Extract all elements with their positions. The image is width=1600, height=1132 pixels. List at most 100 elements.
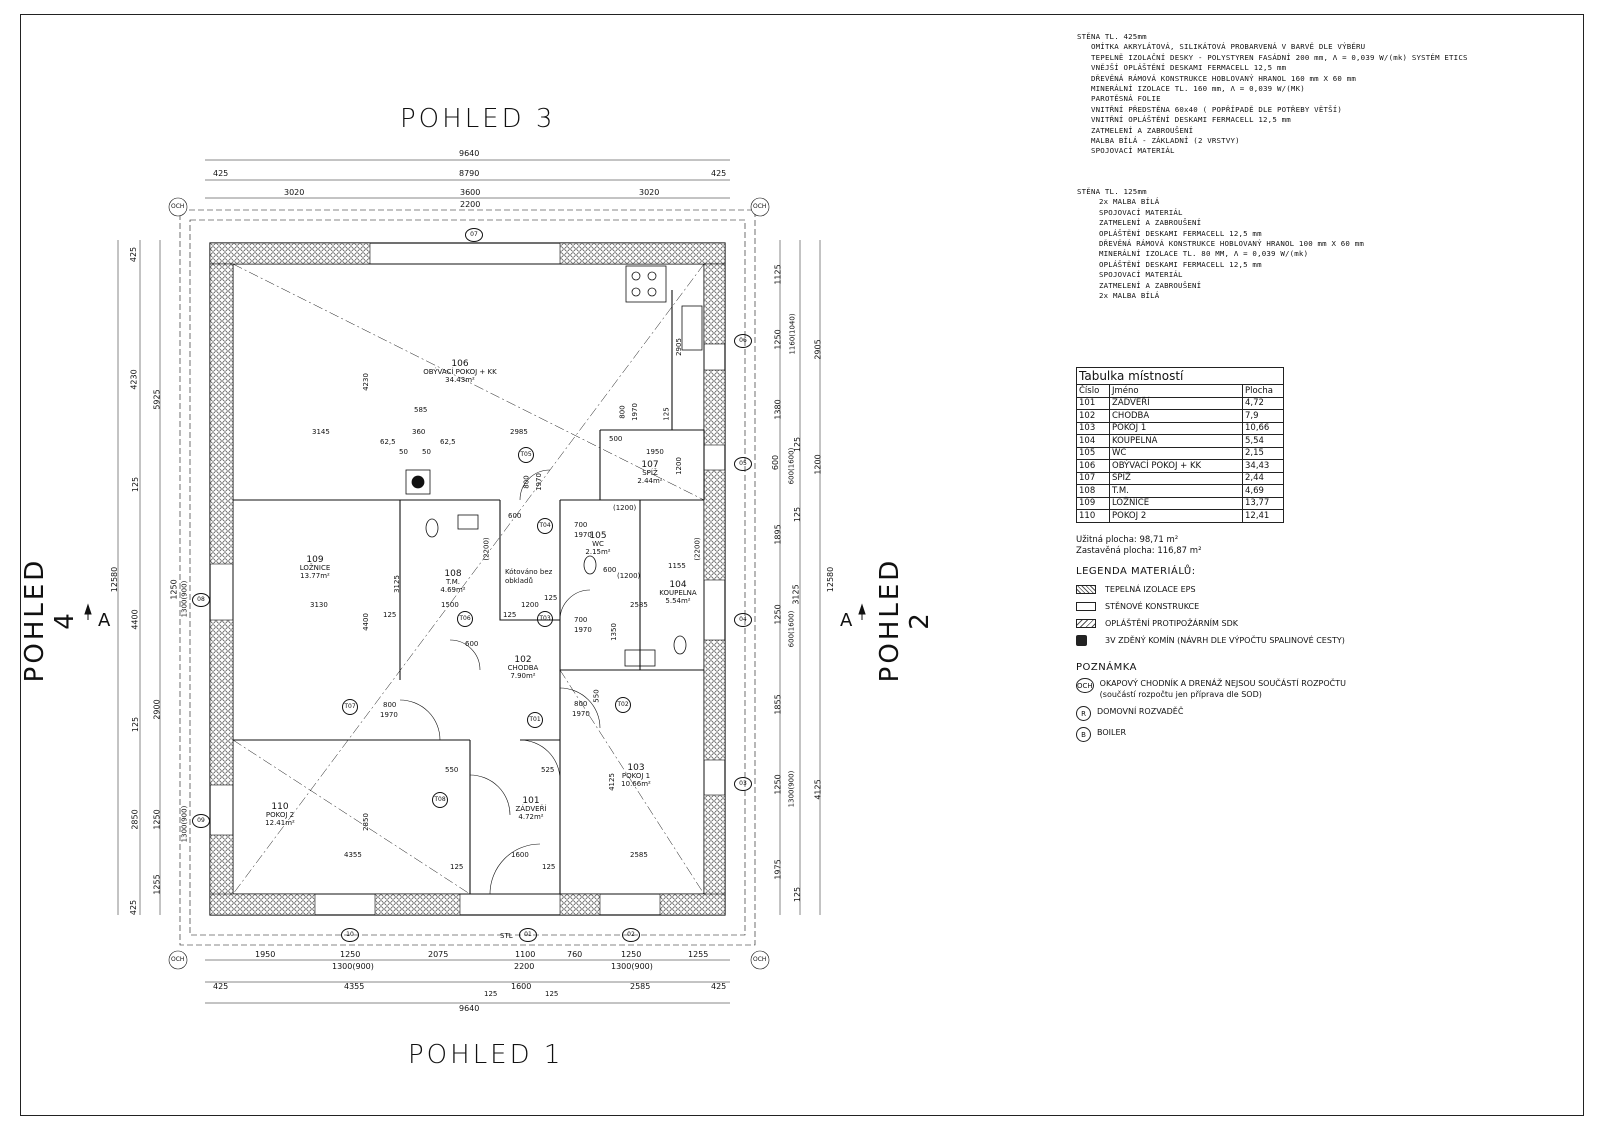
dim-left-1255: 1255 [152, 874, 162, 895]
dim-right-12580: 12580 [826, 566, 836, 593]
dim-int-1200d: (1200) [617, 572, 641, 580]
section-label-left: A [98, 610, 111, 631]
dim-int-525: 525 [541, 766, 555, 774]
table-cell: POKOJ 1 [1109, 421, 1243, 435]
window-tag: 06 [734, 334, 752, 348]
table-cell: 108 [1076, 484, 1110, 498]
built-area: Zastavěná plocha: 116,87 m² [1076, 546, 1202, 556]
dim-left-2900: 2900 [152, 699, 162, 720]
door-tag: T02 [615, 697, 631, 713]
table-cell: WC [1109, 446, 1243, 460]
dim-int-2200a: (2200) [482, 537, 491, 561]
dim-int-1970c: 1970 [534, 473, 543, 491]
table-cell: 2,15 [1242, 446, 1284, 460]
och-br: OCH [753, 956, 767, 963]
toilet-icon [425, 518, 439, 538]
dim-int-2585b: 2585 [630, 851, 648, 859]
door-tag: T06 [457, 611, 473, 627]
dim-int-700a: 700 [574, 521, 588, 529]
dim-bottom-1600: 1600 [511, 982, 532, 991]
dim-int-1600: 1600 [511, 851, 529, 859]
table-cell: 109 [1076, 496, 1110, 510]
eps-swatch-icon [1076, 585, 1096, 594]
table-cell: OBÝVACÍ POKOJ + KK [1109, 459, 1243, 473]
dim-int-3130: 3130 [310, 601, 328, 609]
table-cell: 2,44 [1242, 471, 1284, 485]
dim-top-overall: 9640 [459, 149, 480, 158]
section-label-right: A [840, 610, 853, 631]
door-tag: T03 [537, 611, 553, 627]
dim-right-1895: 1895 [773, 524, 783, 545]
dim-int-125d: 125 [544, 594, 558, 602]
window-tag: 09 [192, 814, 210, 828]
wall-layer: MINERÁLNÍ IZOLACE TL. 80 MM, Λ = 0,039 W… [1099, 249, 1309, 259]
col-header: Plocha [1242, 384, 1284, 398]
dim-int-550b: 550 [592, 689, 601, 703]
dim-int-4230: 4230 [361, 373, 370, 391]
wall-layer: ZATMELENÍ A ZABROUŠENÍ [1091, 125, 1194, 135]
dim-int-50a: 50 [399, 448, 408, 456]
dim-int-800b: 800 [522, 475, 531, 489]
table-cell: 106 [1076, 459, 1110, 473]
chimney-swatch-icon [1076, 635, 1087, 646]
dim-right-1200: 1200 [813, 454, 823, 475]
bathtub-icon [624, 649, 656, 667]
section-markers [84, 603, 866, 620]
dim-right-600c: 600(1600) [787, 610, 796, 648]
dim-int-700b: 700 [574, 616, 588, 624]
dim-int-1200c: (1200) [613, 504, 637, 512]
view-title-bottom: POHLED 1 [408, 1040, 564, 1070]
dim-int-550a: 550 [445, 766, 459, 774]
dim-bottom-1250b: 1250 [621, 950, 642, 959]
dim-right-125c: 125 [793, 886, 803, 903]
dim-bottom-425a: 425 [213, 982, 229, 991]
view-title-right: POHLED 2 [875, 557, 935, 683]
wall-layer: MINERÁLNÍ IZOLACE TL. 160 mm, Λ = 0,039 … [1091, 84, 1305, 94]
table-cell: 34,43 [1242, 459, 1284, 473]
area-totals: Užitná plocha: 98,71 m² Zastavěná plocha… [1076, 535, 1201, 557]
door-tag: T08 [432, 792, 448, 808]
dim-right-2905: 2905 [813, 339, 823, 360]
wall-layer: VNITŘNÍ OPLÁŠTĚNÍ DESKAMI FERMACELL 12,5… [1091, 115, 1291, 125]
window-tag: 03 [734, 777, 752, 791]
table-cell: 102 [1076, 409, 1110, 423]
table-cell: 13,77 [1242, 496, 1284, 510]
dim-right-1300: 1300(900) [787, 770, 796, 808]
dim-int-2985: 2985 [510, 428, 528, 436]
dim-int-500: 500 [609, 435, 623, 443]
dim-int-125a: 125 [662, 407, 671, 421]
wall-125-title: STĚNA TL. 125mm [1077, 186, 1147, 196]
dim-right-1250c: 1250 [773, 774, 783, 795]
dim-int-1200b: 1200 [521, 601, 539, 609]
dim-int-585: 585 [414, 406, 428, 414]
wall-layer: PAROTĚSNÁ FOLIE [1091, 94, 1161, 104]
dim-int-1350: 1350 [609, 623, 618, 641]
dim-int-62-5b: 62,5 [440, 438, 456, 446]
window-tag: 10 [341, 928, 359, 942]
dim-left-425-bottom: 425 [129, 899, 139, 916]
remarks-title: POZNÁMKA [1076, 662, 1137, 673]
dim-int-125f: 125 [542, 863, 556, 871]
dim-right-600b: 600(1600) [787, 447, 796, 485]
dim-bottom-125b: 125 [545, 990, 559, 998]
table-cell: 104 [1076, 434, 1110, 448]
wall-layer: MALBA BÍLÁ - ZÁKLADNÍ (2 VRSTVY) [1091, 136, 1240, 146]
dim-bottom-1250a: 1250 [340, 950, 361, 959]
insulation [209, 242, 726, 916]
dim-int-3125: 3125 [392, 575, 401, 593]
window-tag: 04 [734, 613, 752, 627]
table-cell: 4,72 [1242, 396, 1284, 410]
dim-int-4400: 4400 [361, 613, 370, 631]
door-tag: T01 [527, 712, 543, 728]
wall-layer: ZATMELENÍ A ZABROUŠENÍ [1099, 218, 1202, 228]
